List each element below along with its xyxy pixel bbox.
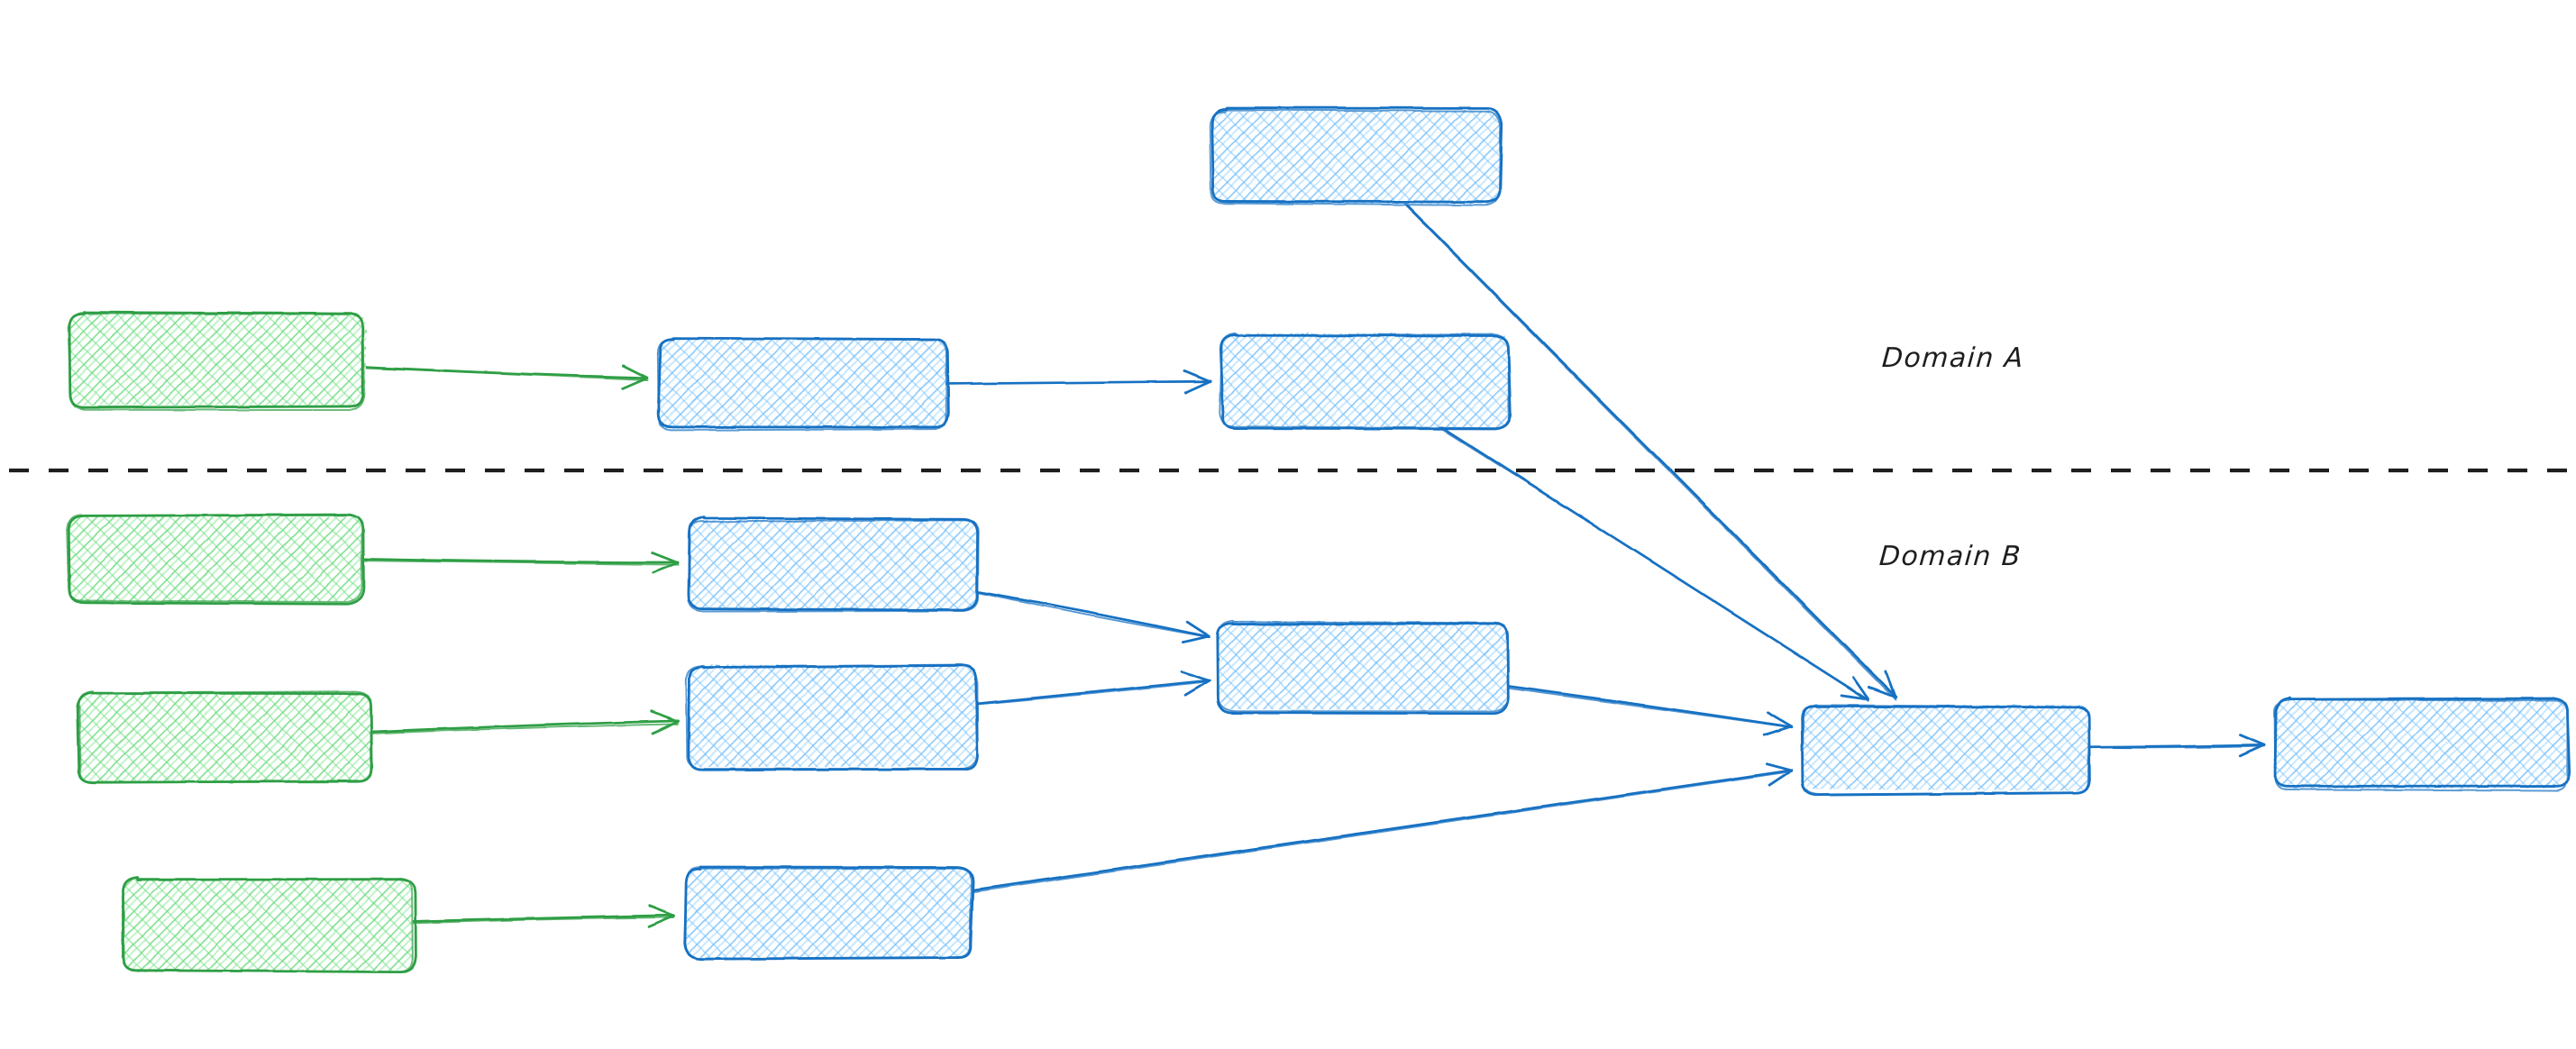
node-hit-n-a-blue-2[interactable] bbox=[1221, 333, 1510, 427]
edge-e7[interactable] bbox=[412, 904, 676, 928]
node-hit-n-a-blue-1[interactable] bbox=[658, 339, 946, 429]
node-n-top-blue[interactable] bbox=[1209, 106, 1503, 206]
node-n-a-green[interactable] bbox=[67, 311, 367, 411]
node-n-b-merge[interactable] bbox=[1216, 619, 1510, 716]
edge-e2[interactable] bbox=[945, 369, 1212, 395]
node-n-b-final[interactable] bbox=[2272, 697, 2571, 792]
node-n-b-blue-3[interactable] bbox=[683, 865, 974, 961]
node-n-b-blue-1[interactable] bbox=[687, 515, 980, 613]
edge-e1[interactable] bbox=[362, 364, 649, 390]
edge-e3[interactable] bbox=[1402, 201, 1897, 701]
node-hit-n-b-blue-2[interactable] bbox=[689, 665, 977, 768]
node-n-b-hub[interactable] bbox=[1800, 703, 2091, 797]
edge-e10[interactable] bbox=[1506, 684, 1794, 737]
edge-e11[interactable] bbox=[970, 762, 1794, 893]
edge-e9[interactable] bbox=[974, 670, 1211, 706]
edge-layer bbox=[361, 201, 2266, 928]
node-n-b-blue-2[interactable] bbox=[685, 663, 979, 771]
edge-e12[interactable] bbox=[2088, 734, 2266, 758]
label-domain-b: Domain B bbox=[1877, 541, 2023, 572]
edge-e5[interactable] bbox=[361, 552, 680, 574]
node-hit-n-a-green[interactable] bbox=[70, 314, 364, 407]
node-hit-n-b-green-2[interactable] bbox=[79, 692, 373, 782]
label-domain-a: Domain A bbox=[1880, 342, 2025, 374]
node-hit-n-b-merge[interactable] bbox=[1219, 622, 1508, 710]
node-hit-n-b-hub[interactable] bbox=[1803, 705, 2089, 791]
node-hit-n-b-blue-3[interactable] bbox=[685, 867, 972, 957]
node-hit-n-b-green-3[interactable] bbox=[123, 880, 413, 971]
node-n-a-blue-1[interactable] bbox=[656, 336, 950, 432]
edge-e6[interactable] bbox=[370, 710, 680, 734]
node-layer bbox=[66, 106, 2571, 974]
node-hit-n-b-final[interactable] bbox=[2275, 699, 2567, 788]
edge-e4[interactable] bbox=[1439, 425, 1870, 702]
node-hit-n-b-blue-1[interactable] bbox=[689, 519, 977, 609]
node-n-a-blue-2[interactable] bbox=[1219, 332, 1512, 431]
node-hit-n-b-green-1[interactable] bbox=[69, 515, 362, 602]
node-hit-n-top-blue[interactable] bbox=[1212, 110, 1501, 204]
edge-e8[interactable] bbox=[974, 590, 1210, 643]
node-n-b-green-3[interactable] bbox=[121, 876, 417, 974]
node-n-b-green-2[interactable] bbox=[76, 690, 374, 784]
node-n-b-green-1[interactable] bbox=[66, 513, 365, 606]
